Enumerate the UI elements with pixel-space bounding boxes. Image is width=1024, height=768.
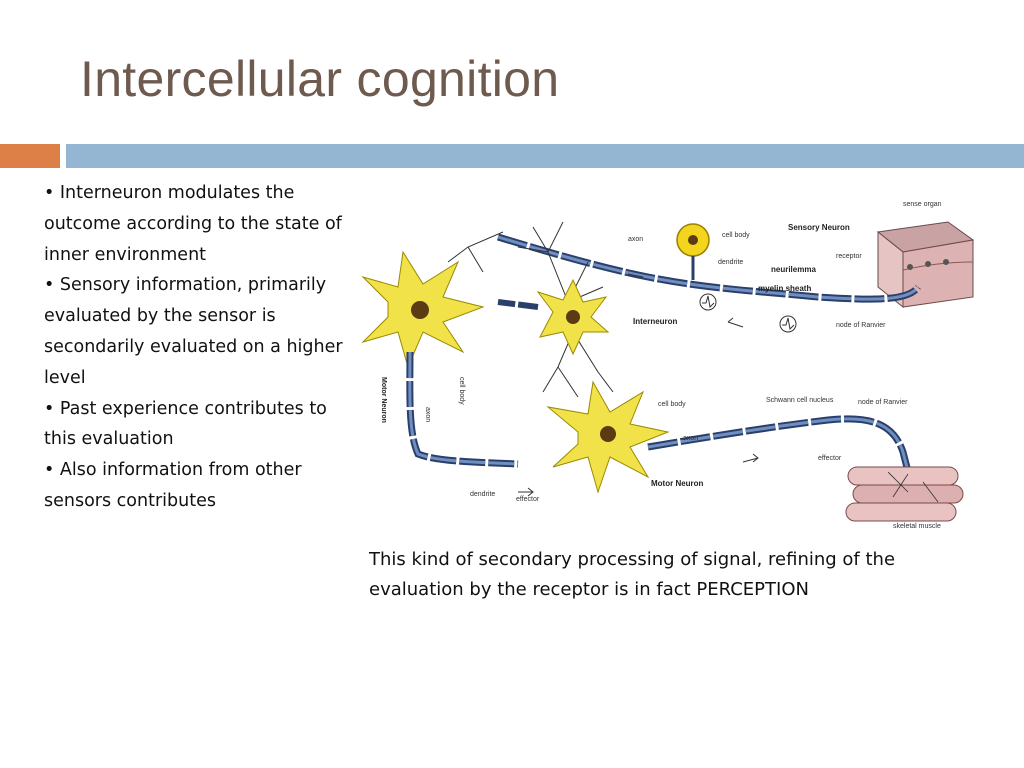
label-receptor: receptor [836,253,862,260]
direction-arrows [518,273,759,497]
bullet-item: • Also information from other sensors co… [44,460,302,511]
label-node-of-ranvier-bottom: node of Ranvier [858,399,908,406]
label-neurilemma: neurilemma [771,265,816,274]
label-sense-organ: sense organ [903,201,942,208]
label-effector-right: effector [818,455,842,462]
label-motor-neuron-vertical: Motor Neuron [380,377,387,423]
motor-neuron-body [546,380,670,494]
label-cell-body-top: cell body [722,232,750,239]
bullet-item: • Past experience contributes to this ev… [44,398,327,450]
bullet-list: • Interneuron modulates the outcome acco… [44,178,344,517]
interneuron-body [536,278,610,356]
accent-bar-blue [66,144,1024,168]
label-effector-left: effector [516,496,540,503]
left-neuron-body [361,250,485,369]
label-schwann: Schwann cell nucleus [766,397,834,404]
label-skeletal-muscle: skeletal muscle [893,523,941,530]
label-cell-body-mid: cell body [658,401,686,408]
label-interneuron: Interneuron [633,317,678,326]
slide-title: Intercellular cognition [80,51,560,107]
label-cell-body-left: cell body [458,377,465,405]
bullet-item: • Interneuron modulates the outcome acco… [44,183,342,265]
label-axon-top: axon [628,236,643,243]
bullet-item: • Sensory information, primarily evaluat… [44,275,343,388]
label-dendrite-top: dendrite [718,259,743,266]
neuron-diagram: sense organ Sensory Neuron receptor axon… [361,201,975,530]
label-myelin-sheath: myelin sheath [758,284,811,293]
label-axon-bottom: axon [683,435,698,442]
action-potential-icon [699,293,717,311]
accent-bar-orange [0,144,60,168]
label-node-of-ranvier-top: node of Ranvier [836,322,886,329]
label-sensory-neuron: Sensory Neuron [788,223,850,232]
perception-caption: This kind of secondary processing of sig… [369,549,896,600]
label-dendrite-bottom: dendrite [470,491,495,498]
interneuron-dendrites [447,221,614,398]
label-axon-left: axon [424,407,431,422]
sense-organ-block [876,221,975,309]
skeletal-muscle [845,466,964,522]
label-motor-neuron: Motor Neuron [651,479,704,488]
action-potential-icon [779,315,797,333]
